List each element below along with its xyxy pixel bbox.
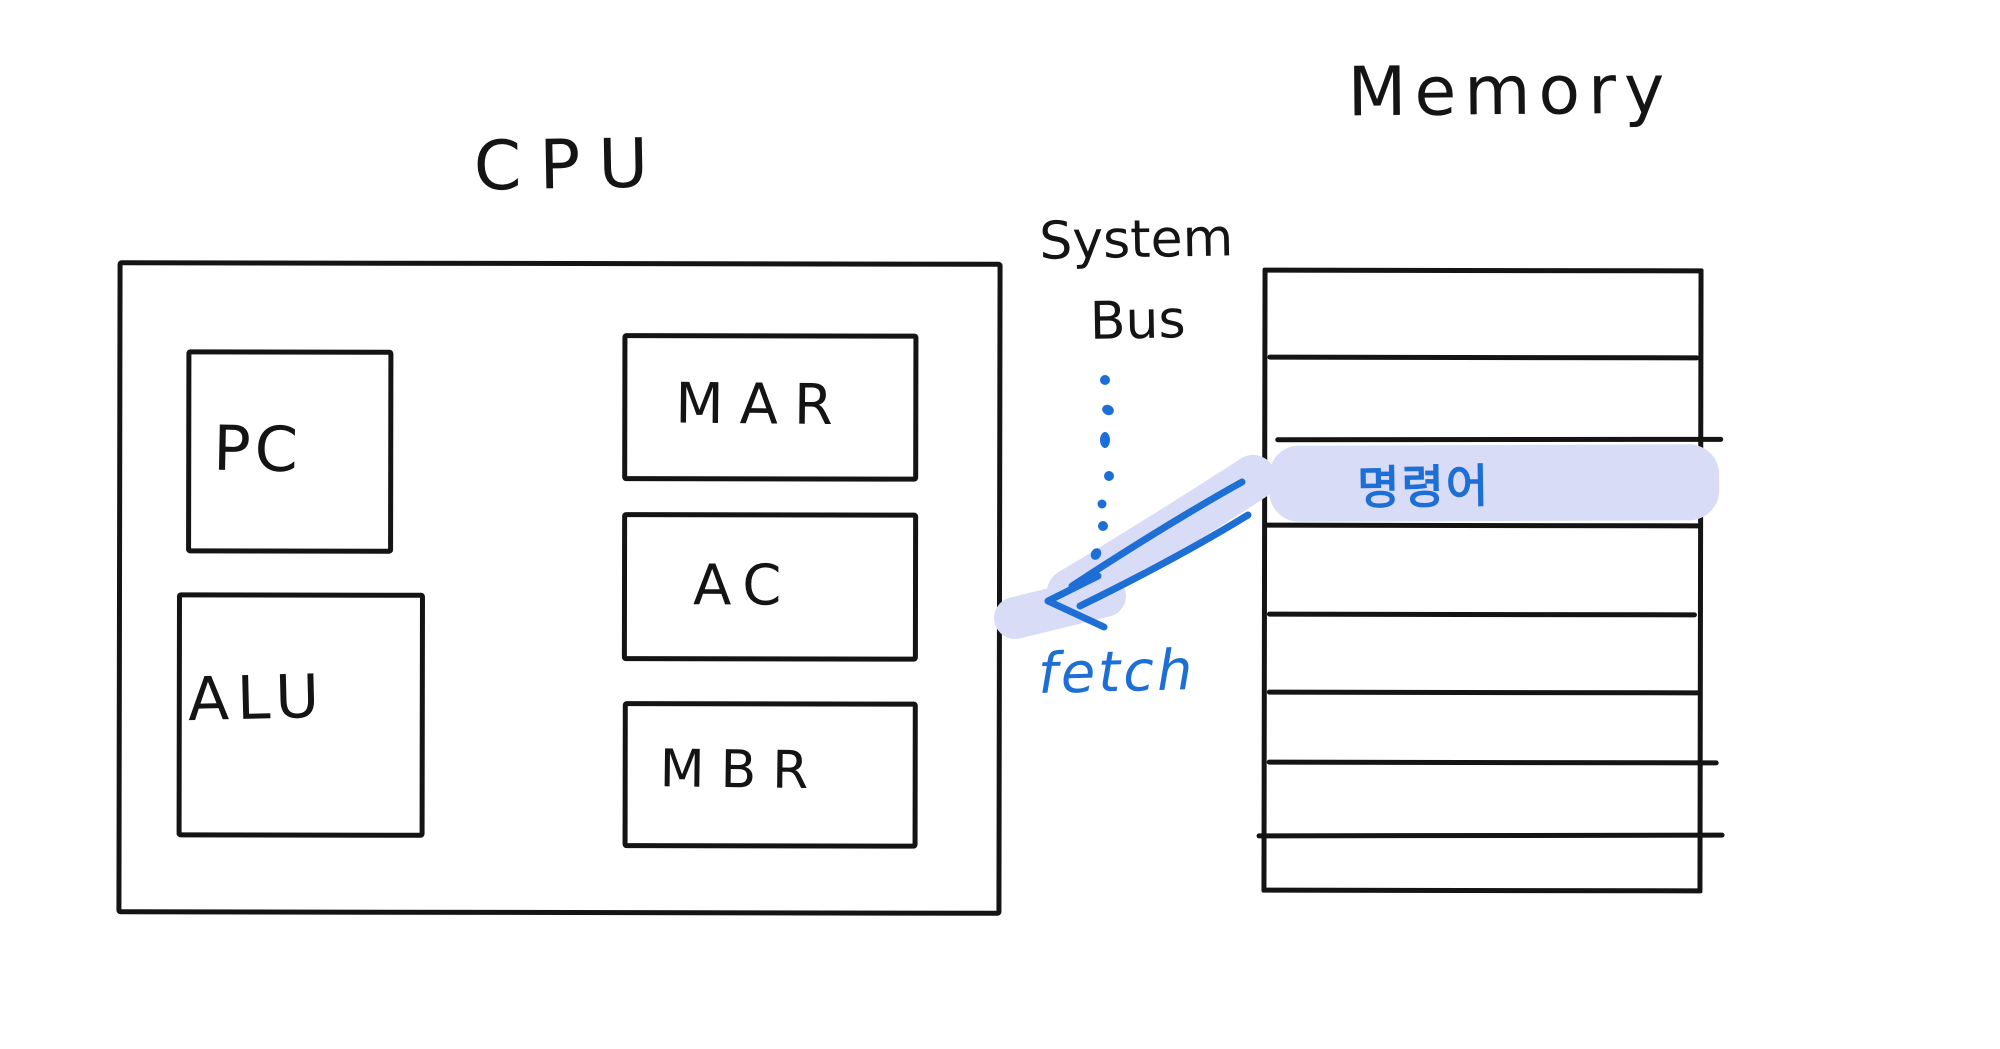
system-bus-label-line2: Bus [1089, 289, 1187, 352]
pc-register-label: PC [212, 411, 303, 487]
system-bus-dotted-line [1090, 375, 1114, 560]
fetch-label: fetch [1037, 637, 1197, 708]
memory-row-line [1266, 611, 1697, 618]
alu-box: ALU [176, 592, 425, 838]
memory-title: Memory [1347, 50, 1673, 133]
mbr-register-label: MBR [659, 739, 825, 802]
memory-row-line [1263, 522, 1704, 529]
memory-row-line [1275, 436, 1724, 443]
memory-row-highlight [1269, 444, 1720, 522]
cpu-title: CPU [473, 124, 667, 207]
instruction-label: 명령어 [1356, 458, 1491, 515]
memory-row-line [1256, 832, 1725, 839]
memory-row-line [1266, 759, 1719, 766]
memory-row-line [1266, 689, 1700, 696]
pc-register-box: PC [186, 349, 394, 554]
memory-box: 명령어 [1256, 267, 1725, 894]
alu-label: ALU [186, 661, 329, 736]
fetch-arrow-icon [994, 375, 1276, 639]
fetch-arrow-strokes [1044, 478, 1252, 631]
ac-register-box: AC [621, 512, 919, 662]
mar-register-label: MAR [674, 371, 850, 439]
memory-row-line [1267, 354, 1700, 361]
system-bus-label-line1: System [1038, 208, 1234, 272]
ac-register-label: AC [692, 553, 794, 619]
mbr-register-box: MBR [622, 701, 918, 849]
cpu-box: PC ALU MAR AC MBR [116, 260, 1003, 916]
system-bus-label: System Bus [1021, 198, 1254, 363]
mar-register-box: MAR [622, 333, 919, 482]
